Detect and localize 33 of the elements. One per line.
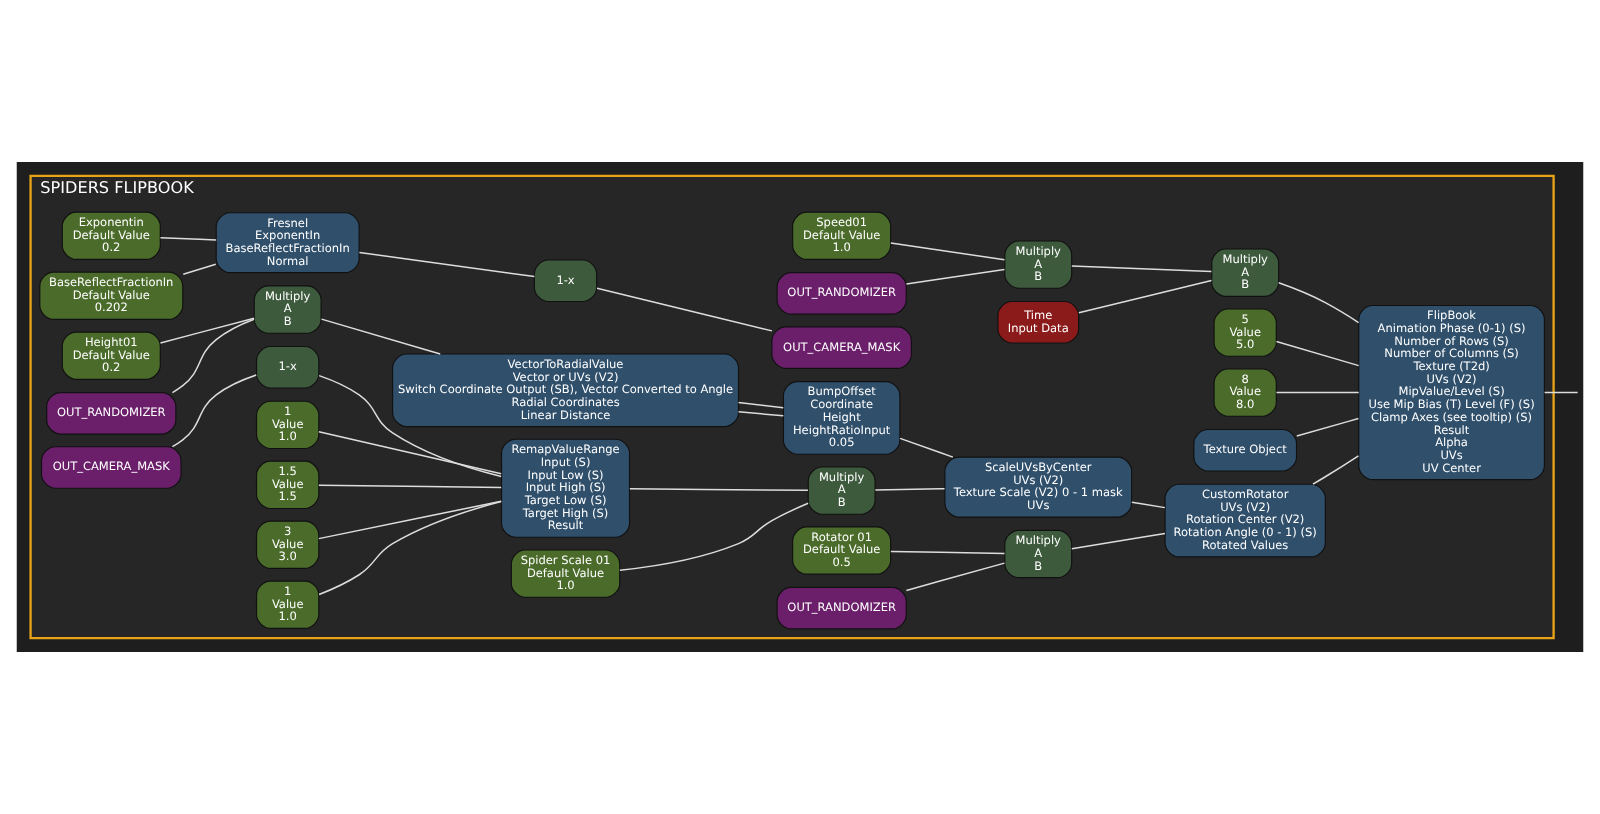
connector (171, 374, 257, 448)
connector (874, 488, 946, 491)
connector (1296, 417, 1360, 437)
connector (1071, 532, 1166, 550)
connector (596, 287, 773, 332)
connector (737, 411, 785, 417)
connector (905, 562, 1006, 592)
connector (318, 431, 502, 475)
connector (1275, 391, 1360, 394)
connector (318, 374, 502, 478)
connector (182, 263, 217, 275)
connector (159, 317, 255, 344)
connector (171, 318, 255, 394)
connector (1543, 391, 1579, 394)
connector (1312, 455, 1360, 485)
connector (737, 401, 785, 409)
connector (318, 500, 502, 596)
connector (905, 268, 1006, 285)
connector (1071, 265, 1213, 273)
connector (318, 484, 502, 489)
connector (1131, 501, 1166, 509)
connector (890, 550, 1006, 555)
connector (318, 500, 502, 540)
connector (1277, 282, 1360, 324)
connector (320, 318, 441, 355)
connector (358, 251, 536, 278)
connector (1275, 340, 1360, 367)
connector (1078, 279, 1213, 314)
connector (619, 502, 809, 571)
connector (899, 437, 954, 458)
connector (890, 242, 1006, 261)
connector (629, 488, 809, 492)
connector (159, 236, 217, 241)
